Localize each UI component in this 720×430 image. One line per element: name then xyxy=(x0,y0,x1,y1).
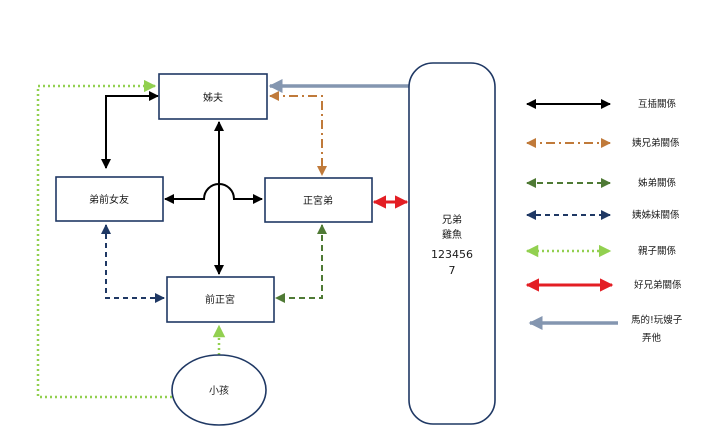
legend-item-siblings: 姊弟關係 xyxy=(526,177,677,189)
legend-label-good-brothers: 好兄弟關係 xyxy=(634,279,682,291)
edge-child-brother-in-law xyxy=(36,79,172,399)
edge-ex-girlfriend-ex-main-palace xyxy=(101,224,165,303)
node-child-label: 小孩 xyxy=(209,384,229,397)
node-ex-girlfriend-label: 弟前女友 xyxy=(89,193,129,206)
edge-ex-girlfriend-main-palace-brother xyxy=(164,183,263,204)
legend-label-siblings: 姊弟關係 xyxy=(638,177,677,189)
legend-label-cousin-sisters: 姨姊妹關係 xyxy=(632,209,680,221)
legend-item-parent-child: 親子關係 xyxy=(525,244,677,258)
node-ex-main-palace: 前正宮 xyxy=(166,276,275,323)
node-brother-fish-line3: 123456 xyxy=(431,248,473,261)
node-ex-girlfriend: 弟前女友 xyxy=(55,176,164,222)
edge-brother-in-law-ex-girlfriend xyxy=(101,91,159,169)
legend-item-mutual: 互插關係 xyxy=(526,98,677,110)
legend-label-cousin-brothers: 姨兄弟關係 xyxy=(632,137,680,149)
node-ex-main-palace-label: 前正宮 xyxy=(205,293,235,306)
node-brother-fish-line1: 兄弟 xyxy=(442,214,462,226)
legend-label-parent-child: 親子關係 xyxy=(638,245,677,257)
node-main-palace-brother: 正宮弟 xyxy=(264,177,373,223)
legend-label-mutual: 互插關係 xyxy=(638,98,677,110)
node-brother-fish-line4: 7 xyxy=(449,264,456,277)
legend: 互插關係 姨兄弟關係 姊弟關係 姨姊妹關係 親子關係 好兄弟關係 馬的!玩嫂子 … xyxy=(525,98,683,344)
node-child: 小孩 xyxy=(171,354,267,426)
legend-item-cousin-sisters: 姨姊妹關係 xyxy=(526,209,680,221)
legend-label-sister-in-law-line2: 弄他 xyxy=(642,332,662,344)
node-brother-in-law-label: 姊夫 xyxy=(203,91,223,104)
legend-item-good-brothers: 好兄弟關係 xyxy=(525,278,682,292)
edge-main-palace-brother-brother-in-law xyxy=(269,91,327,176)
legend-item-cousin-brothers: 姨兄弟關係 xyxy=(526,137,680,149)
legend-label-sister-in-law-line1: 馬的!玩嫂子 xyxy=(631,314,683,326)
node-brother-fish: 兄弟 雞魚 123456 7 xyxy=(408,62,496,425)
edge-main-palace-brother-ex-main-palace xyxy=(275,224,327,303)
node-brother-fish-line2: 雞魚 xyxy=(442,228,462,241)
legend-item-sister-in-law: 馬的!玩嫂子 弄他 xyxy=(528,314,683,344)
node-main-palace-brother-label: 正宮弟 xyxy=(303,194,333,207)
node-brother-in-law: 姊夫 xyxy=(158,73,268,120)
